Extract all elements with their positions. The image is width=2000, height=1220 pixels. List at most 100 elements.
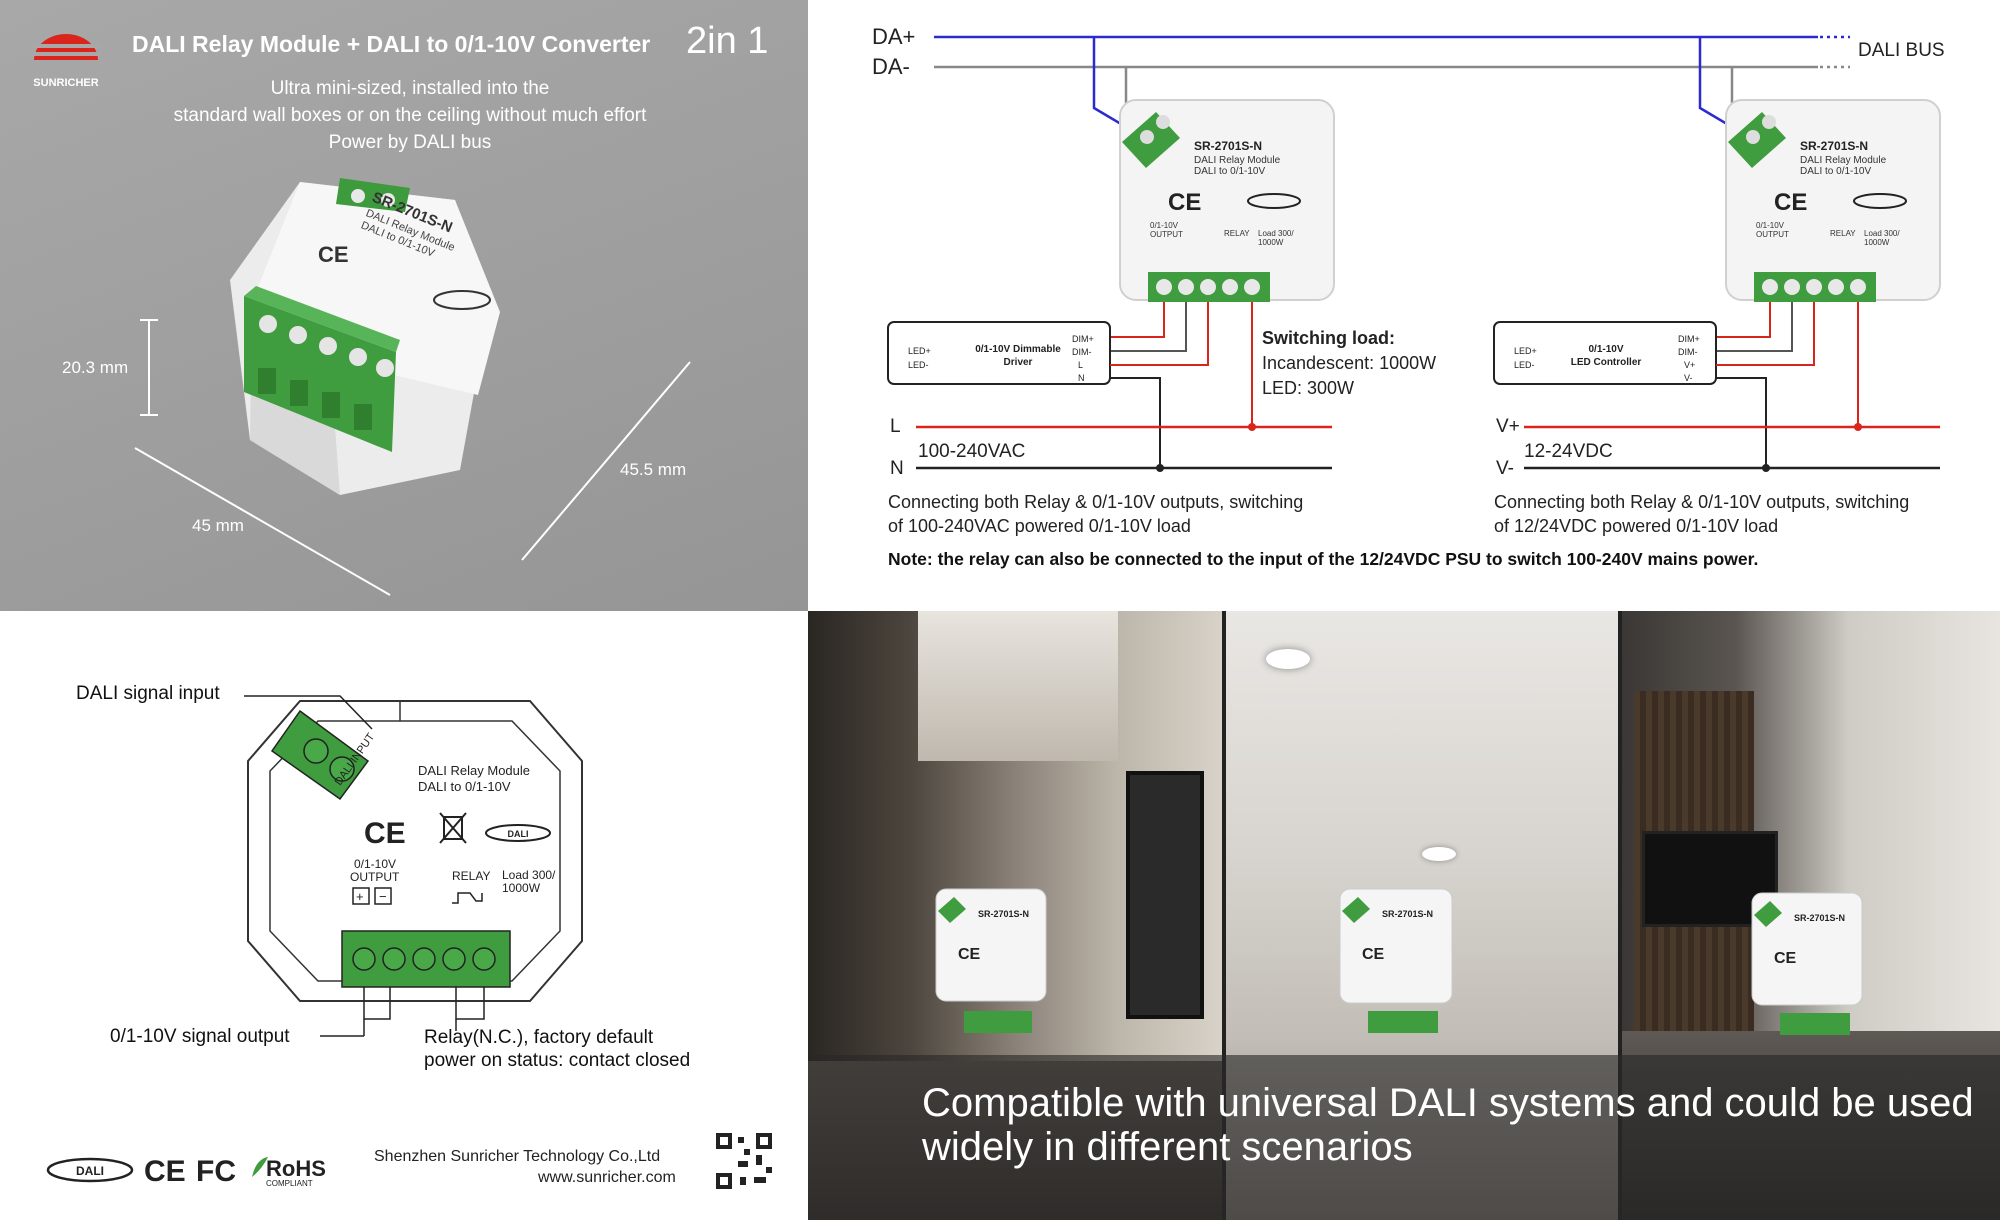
wiring-left-caption: Connecting both Relay & 0/1-10V outputs,… <box>888 492 1303 512</box>
scenario-module: SR-2701S-N CE <box>1339 888 1453 1033</box>
module-right-line2: DALI to 0/1-10V <box>1800 166 1871 177</box>
scenario-module-model: SR-2701S-N <box>1382 909 1433 919</box>
caption-overlay <box>808 1055 2000 1220</box>
product-hero-panel: SUNRICHER DALI Relay Module + DALI to 0/… <box>0 0 808 611</box>
subtitle-line: standard wall boxes or on the ceiling wi… <box>173 105 647 126</box>
scenario-caption-line: widely in different scenarios <box>922 1125 1413 1169</box>
signal-output-label: 0/1-10V signal output <box>110 1026 290 1047</box>
diagram-device-line2: DALI to 0/1-10V <box>418 779 511 794</box>
module-outline <box>247 700 583 1002</box>
relay-description-line: power on status: contact closed <box>424 1050 691 1071</box>
supply-right-label: 12-24VDC <box>1524 441 1613 462</box>
driver-left-title2: Driver <box>1004 357 1033 368</box>
diagram-load-label: Load 300/ <box>502 868 556 882</box>
depth-dimension: 45.5 mm <box>620 460 687 479</box>
footer-dali-text: DALI <box>76 1164 104 1178</box>
depth-dimension-line <box>521 361 691 561</box>
line-vminus-label: V- <box>1496 458 1514 479</box>
module-left-ce: CE <box>1168 189 1201 216</box>
driver-right-led-minus: LED- <box>1514 360 1535 370</box>
driver-right-pin-vplus: V+ <box>1684 360 1695 370</box>
driver-left-led-minus: LED- <box>908 360 929 370</box>
line-n-label: N <box>890 458 904 479</box>
module-right-load-label2: 1000W <box>1864 238 1890 247</box>
driver-right-title2: LED Controller <box>1571 357 1642 368</box>
terminal-diagram-panel: DALI INPUT DALI Relay Module DALI to 0/1… <box>0 611 808 1220</box>
scenario-module-ce: CE <box>958 946 981 963</box>
height-dimension: 20.3 mm <box>62 358 129 377</box>
module-left-relay-label: RELAY <box>1224 229 1250 238</box>
wiring-left-caption2: of 100-240VAC powered 0/1-10V load <box>888 516 1191 536</box>
width-dimension: 45 mm <box>192 516 244 535</box>
footer-fcc: FC <box>196 1155 236 1188</box>
relay-description: Relay(N.C.), factory default power on st… <box>424 1026 690 1072</box>
module-right-load-label: Load 300/ <box>1864 229 1900 238</box>
terminal-diagram: DALI INPUT DALI Relay Module DALI to 0/1… <box>46 695 772 1189</box>
module-left-model: SR-2701S-N <box>1194 139 1262 153</box>
brand-name: SUNRICHER <box>33 77 98 89</box>
dali-signal-input-label: DALI signal input <box>76 683 220 704</box>
driver-right-title: 0/1-10V <box>1588 344 1623 355</box>
led-controller-box <box>1493 321 1717 385</box>
driver-left-led-plus: LED+ <box>908 346 931 356</box>
diagram-relay-label: RELAY <box>452 869 490 883</box>
dali-bus-label: DALI BUS <box>1858 40 1945 61</box>
wall-painting <box>1126 771 1204 1019</box>
relay-symbol-icon <box>452 892 483 904</box>
footer-rohs: RoHS <box>266 1156 326 1181</box>
diagram-load-label2: 1000W <box>502 881 541 895</box>
scenario-module-ce: CE <box>1362 946 1385 963</box>
driver-right-pin-dimplus: DIM+ <box>1678 334 1700 344</box>
hero-title-suffix: 2in 1 <box>686 20 769 62</box>
hero-subtitle: Ultra mini-sized, installed into the sta… <box>130 75 690 156</box>
driver-left-pin-dimplus: DIM+ <box>1072 334 1094 344</box>
line-l-label: L <box>890 416 901 437</box>
subtitle-line: Ultra mini-sized, installed into the <box>270 78 550 99</box>
scenario-module: SR-2701S-N CE <box>1751 892 1863 1035</box>
relay-description-line: Relay(N.C.), factory default <box>424 1027 654 1048</box>
driver-right-pin-vminus: V- <box>1684 373 1693 383</box>
footer-rohs-sub: COMPLIANT <box>266 1179 313 1188</box>
dali-logo <box>433 290 491 310</box>
driver-left-pin-dimminus: DIM- <box>1072 347 1092 357</box>
subtitle-line: Power by DALI bus <box>328 132 492 153</box>
module-left-line2: DALI to 0/1-10V <box>1194 166 1265 177</box>
driver-right-led-plus: LED+ <box>1514 346 1537 356</box>
wiring-note: Note: the relay can also be connected to… <box>888 549 1758 569</box>
da-minus-label: DA- <box>872 54 910 79</box>
scenario-module-model: SR-2701S-N <box>1794 913 1845 923</box>
wiring-right-caption2: of 12/24VDC powered 0/1-10V load <box>1494 516 1778 536</box>
rohs-leaf-icon <box>252 1157 268 1177</box>
width-dimension-line <box>134 447 391 596</box>
sunricher-logo: SUNRICHER <box>30 34 102 89</box>
supply-left-label: 100-240VAC <box>918 441 1025 462</box>
wiring-diagram: DA+ DA- DALI BUS SR-2701S-N DALI Relay M… <box>872 24 1945 569</box>
scenario-caption-line: Compatible with universal DALI systems a… <box>922 1081 1974 1125</box>
footer-ce: CE <box>144 1155 186 1188</box>
wiring-right-caption: Connecting both Relay & 0/1-10V outputs,… <box>1494 492 1909 512</box>
diagram-output-label: 0/1-10V <box>354 857 396 871</box>
company-website: www.sunricher.com <box>538 1169 676 1186</box>
line-vplus-label: V+ <box>1496 416 1520 437</box>
module-left-output-label: 0/1-10V <box>1150 221 1179 230</box>
driver-left-pin-n: N <box>1078 373 1085 383</box>
scenario-module-model: SR-2701S-N <box>978 909 1029 919</box>
scenario-caption: Compatible with universal DALI systems a… <box>922 1081 1974 1169</box>
qr-code <box>716 1133 772 1189</box>
module-left-line1: DALI Relay Module <box>1194 155 1281 166</box>
scenario-modules: SR-2701S-N CE SR-2701S-N CE SR-2701S-N C… <box>935 888 1863 1035</box>
svg-text:+: + <box>356 889 364 904</box>
switching-load-line: LED: 300W <box>1262 378 1354 398</box>
module-left-load-label: Load 300/ <box>1258 229 1294 238</box>
switching-load-title: Switching load: <box>1262 328 1395 348</box>
diagram-output-label2: OUTPUT <box>350 870 400 884</box>
module-left-output-label2: OUTPUT <box>1150 230 1183 239</box>
scenarios-panel: SR-2701S-N CE SR-2701S-N CE SR-2701S-N C… <box>808 611 2000 1220</box>
module-right: SR-2701S-N DALI Relay Module DALI to 0/1… <box>1493 37 1941 536</box>
svg-text:−: − <box>379 889 387 904</box>
module-right-output-label2: OUTPUT <box>1756 230 1789 239</box>
ce-mark: CE <box>318 242 349 267</box>
scenario-module: SR-2701S-N CE <box>935 888 1047 1033</box>
module-right-output-label: 0/1-10V <box>1756 221 1785 230</box>
driver-left-pin-l: L <box>1078 360 1083 370</box>
